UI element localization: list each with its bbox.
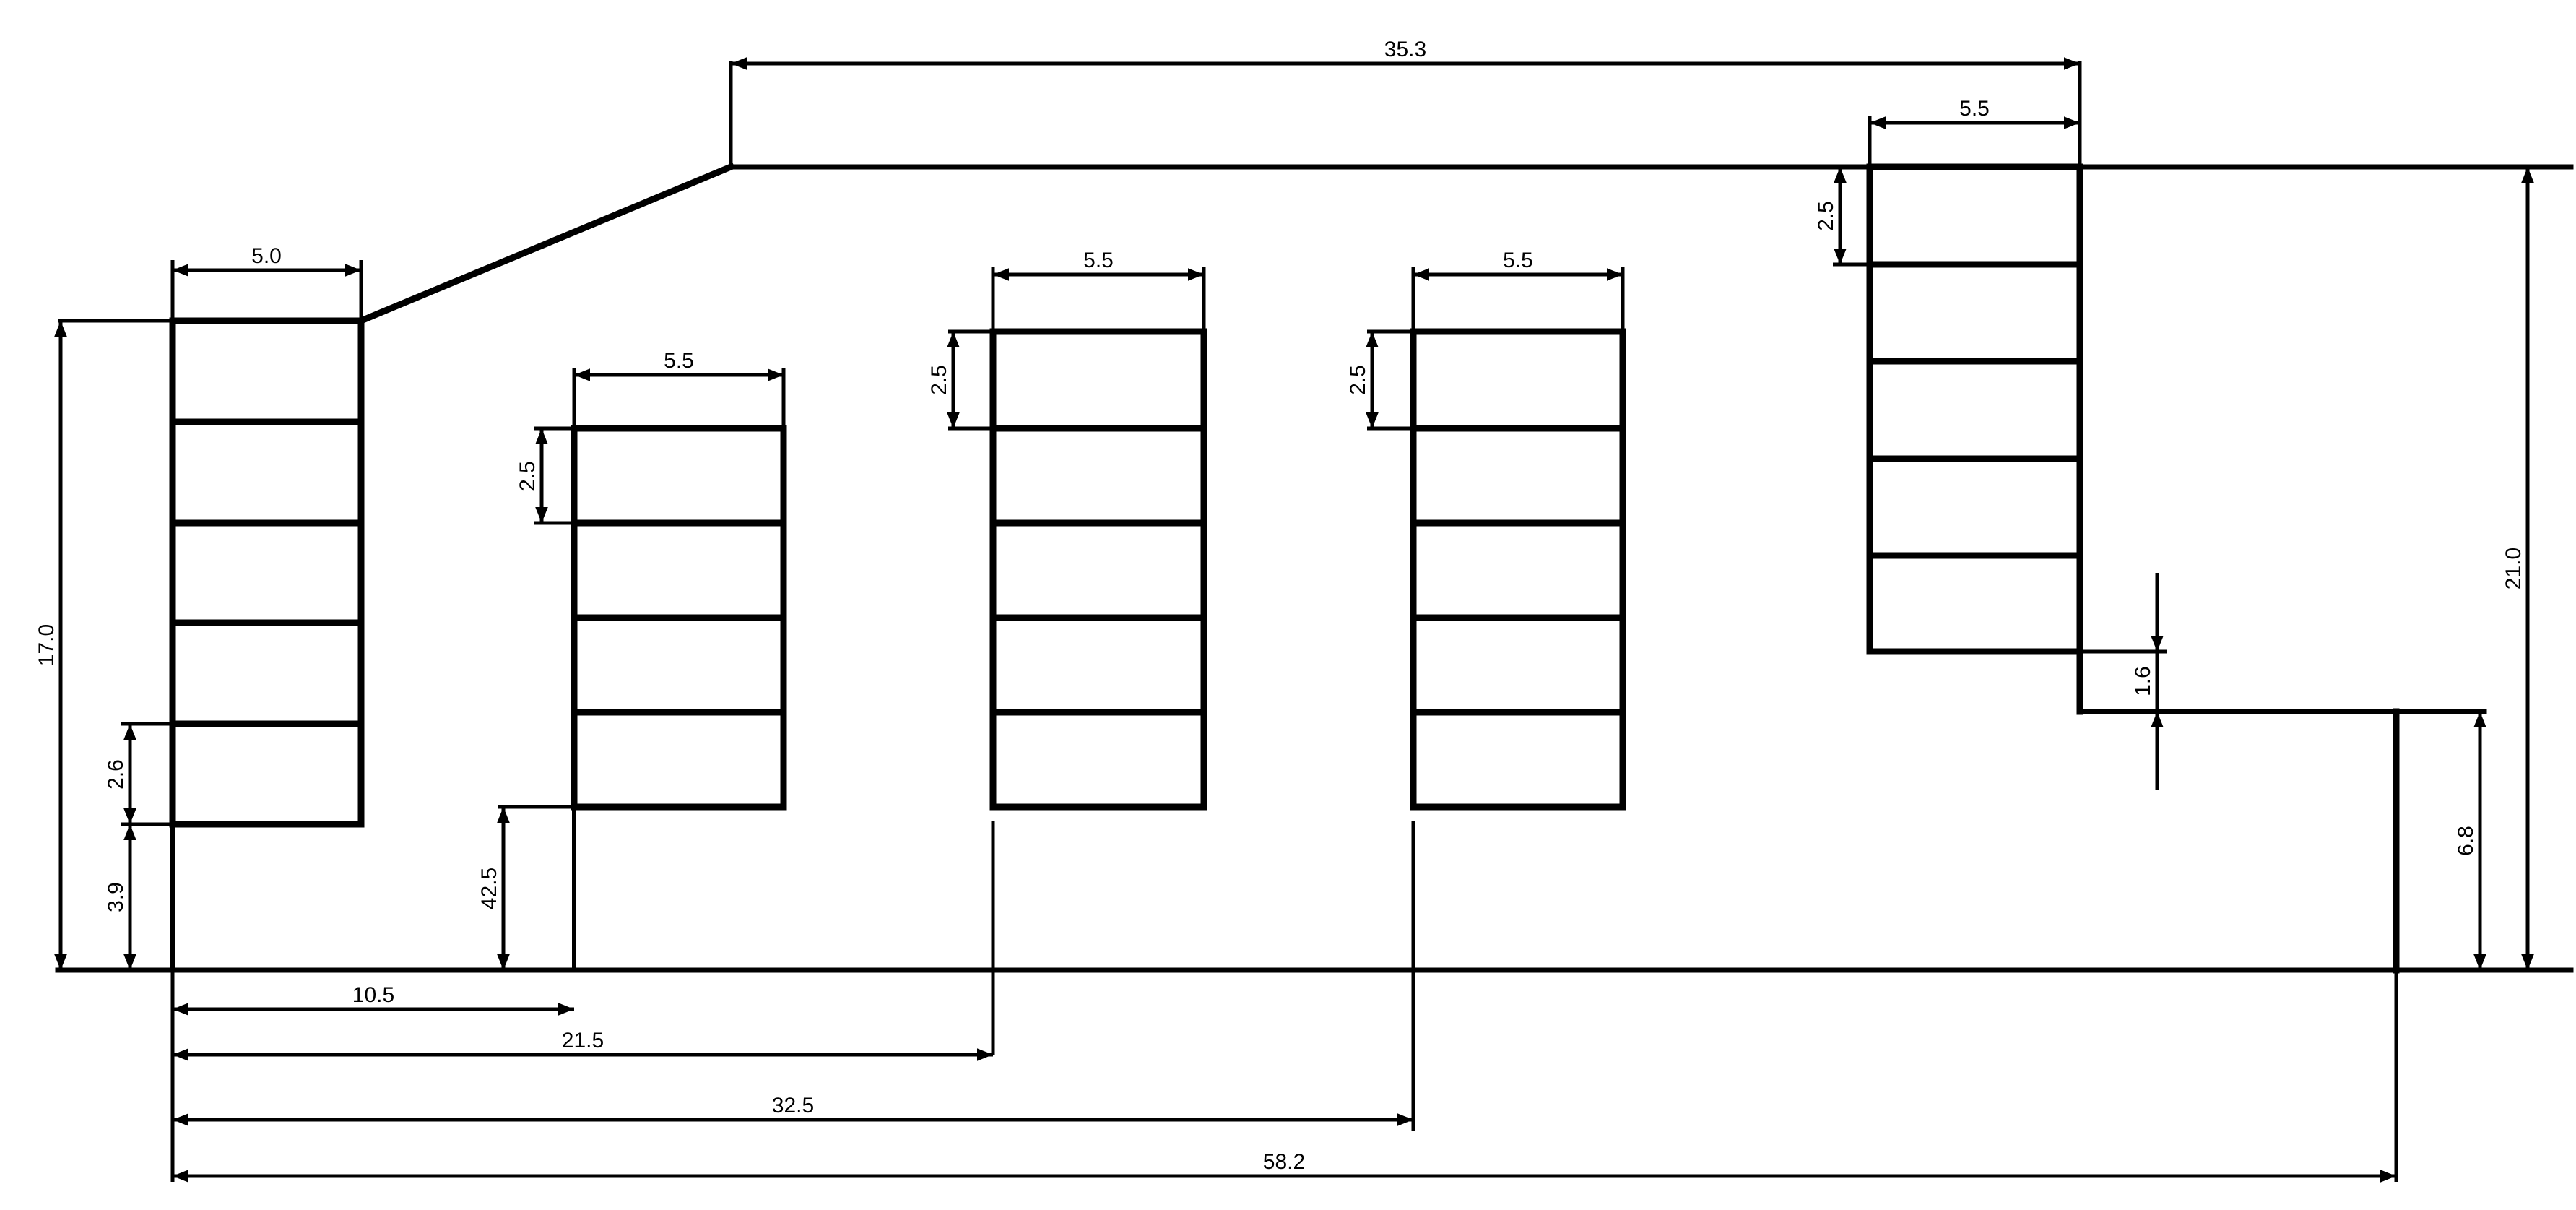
stair-block-1 (169, 317, 365, 828)
dim-label-35-3: 35.3 (1384, 38, 1426, 61)
dim-label-5-5-right: 5.5 (1959, 97, 1990, 121)
dim-label-5-0: 5.0 (251, 244, 282, 268)
roof-slope (357, 163, 735, 325)
dimensions (54, 57, 2534, 1183)
stair-frame-5 (1866, 163, 2083, 655)
dim-label-21-0: 21.0 (2502, 548, 2525, 589)
stair-block-5 (1866, 163, 2083, 655)
stair-frame-4 (1410, 328, 1626, 811)
dim-label-1-6: 1.6 (2131, 666, 2155, 696)
stair-block-2 (571, 425, 787, 970)
dim-label-2-5-block2: 2.5 (516, 461, 539, 491)
dim-label-42-5: 42.5 (477, 868, 501, 909)
dim-label-32-5: 32.5 (772, 1094, 814, 1118)
dim-label-58-2: 58.2 (1263, 1150, 1305, 1174)
stair-block-3 (989, 328, 1207, 1055)
dimension-labels: 35.3 5.5 2.5 21.0 5.0 17.0 2.6 3.9 5.5 2… (35, 38, 2525, 1174)
dim-label-2-6: 2.6 (104, 759, 128, 790)
dim-label-3-9: 3.9 (104, 882, 128, 912)
dim-label-2-5-block3: 2.5 (927, 365, 951, 395)
dim-label-5-5-block2: 5.5 (664, 349, 694, 373)
outline (55, 163, 2574, 974)
dim-label-5-5-block4: 5.5 (1503, 249, 1533, 272)
dim-label-5-5-block3: 5.5 (1083, 249, 1114, 272)
dim-label-17-0: 17.0 (35, 624, 58, 666)
dim-label-10-5: 10.5 (352, 983, 394, 1007)
stair-block-4 (1410, 328, 1626, 1131)
stair-frame-3 (989, 328, 1207, 811)
stair-frame-1 (169, 317, 365, 828)
dim-label-6-8: 6.8 (2454, 826, 2478, 856)
dim-label-2-5-right: 2.5 (1814, 201, 1838, 231)
dim-label-2-5-block4: 2.5 (1346, 365, 1370, 395)
dim-label-21-5: 21.5 (562, 1029, 604, 1053)
